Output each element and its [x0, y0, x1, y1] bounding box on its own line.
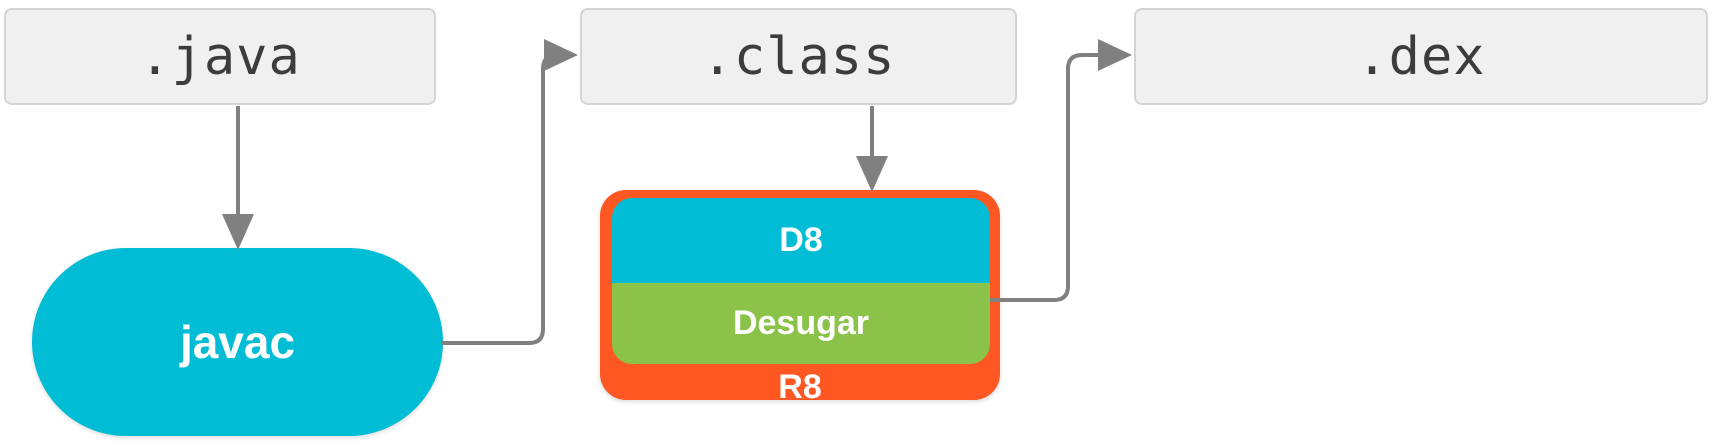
edge-java-to-javac — [222, 106, 254, 250]
file-node-java-label: .java — [139, 26, 301, 87]
tool-node-r8: D8 Desugar R8 — [600, 190, 1000, 406]
arrowhead-icon — [222, 214, 254, 250]
file-node-dex: .dex — [1134, 8, 1708, 105]
tool-node-desugar-label: Desugar — [732, 304, 870, 342]
tool-node-d8-label: D8 — [779, 221, 823, 259]
file-node-class: .class — [580, 8, 1017, 105]
tool-node-javac-label: javac — [179, 316, 296, 368]
file-node-dex-label: .dex — [1356, 26, 1486, 87]
r8-inner-stack: D8 Desugar — [612, 198, 990, 364]
edge-javac-to-class — [441, 39, 578, 345]
tool-node-r8-label: R8 — [778, 368, 822, 406]
tool-node-d8: D8 — [612, 198, 990, 283]
arrowhead-icon — [856, 156, 888, 192]
file-node-class-label: .class — [701, 26, 896, 87]
file-node-java: .java — [4, 8, 436, 105]
arrowhead-icon — [1098, 39, 1132, 71]
tool-node-desugar: Desugar — [612, 283, 990, 364]
arrowhead-icon — [544, 39, 578, 71]
tool-node-javac: javac — [32, 248, 443, 436]
edge-class-to-d8 — [856, 106, 888, 192]
